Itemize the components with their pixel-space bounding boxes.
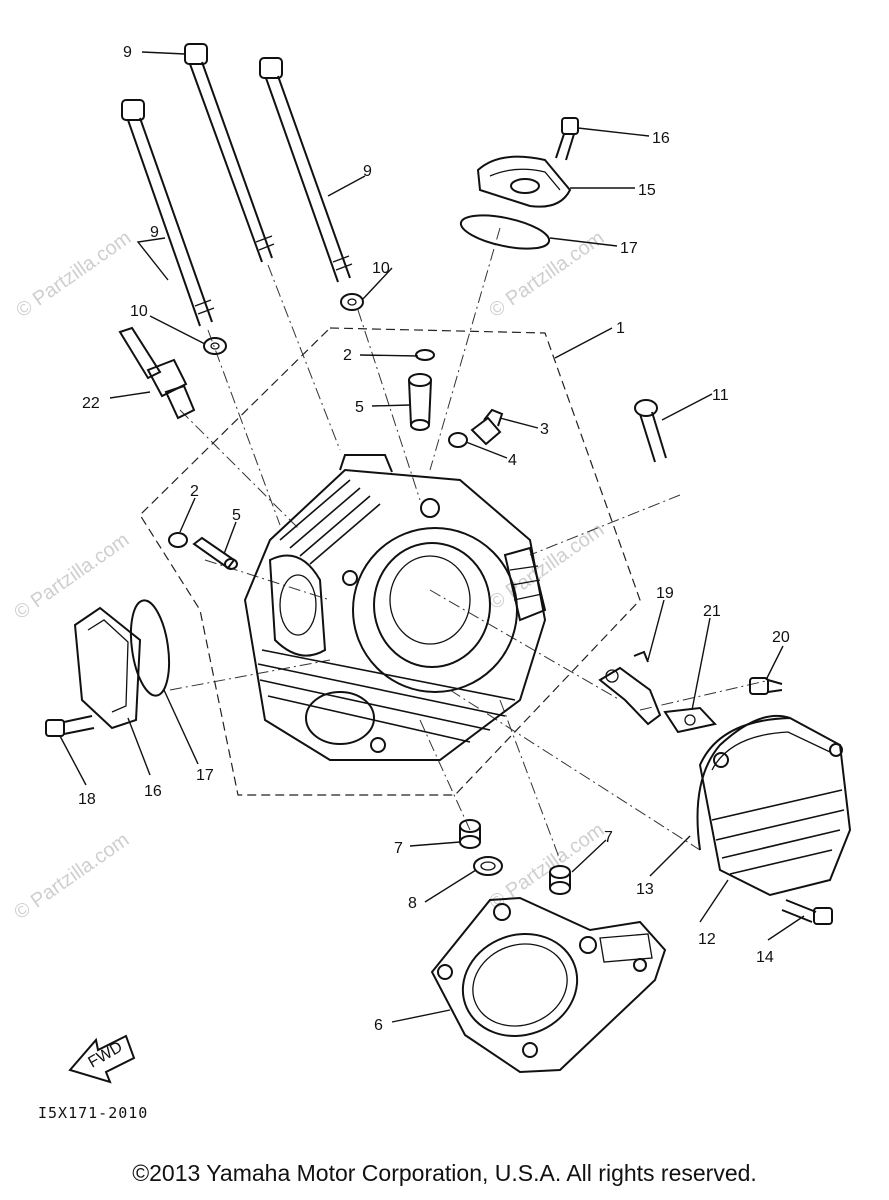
washer	[340, 293, 364, 311]
callout-19: 19	[656, 585, 674, 602]
rocker-shaft	[663, 706, 717, 734]
assembly-outline	[139, 327, 641, 796]
callout-10: 10	[130, 303, 148, 320]
callout-2: 2	[343, 347, 352, 364]
washer-hole	[210, 342, 220, 350]
oil-seal	[473, 856, 503, 876]
callout-9: 9	[363, 163, 372, 180]
callout-7: 7	[394, 840, 403, 857]
callout-14: 14	[756, 949, 774, 966]
head-cover-gasket	[696, 714, 791, 851]
alignment-lines	[169, 227, 771, 861]
valve-guide	[192, 536, 238, 570]
callout-10: 10	[372, 260, 390, 277]
callout-16: 16	[144, 783, 162, 800]
circlip	[415, 349, 435, 361]
washer-hole	[347, 298, 357, 306]
bolt	[634, 399, 667, 463]
cylinder-head-gasket	[430, 896, 667, 1074]
callout-8: 8	[408, 895, 417, 912]
callout-1: 1	[616, 320, 625, 337]
tappet-cover	[476, 155, 572, 208]
callout-12: 12	[698, 931, 716, 948]
o-ring	[129, 599, 171, 697]
callout-7: 7	[604, 829, 613, 846]
callout-17: 17	[620, 240, 638, 257]
bolt	[555, 117, 579, 161]
washer	[203, 337, 227, 355]
fwd-arrow: FWD	[68, 1034, 136, 1084]
callout-21: 21	[703, 603, 721, 620]
o-ring	[459, 214, 551, 250]
bolt	[45, 715, 95, 737]
callout-2: 2	[190, 483, 199, 500]
callout-18: 18	[78, 791, 96, 808]
callout-3: 3	[540, 421, 549, 438]
cylinder-head-bolt	[121, 99, 215, 327]
cylinder-head	[243, 454, 547, 761]
dowel-pin	[459, 819, 481, 849]
gasket-ring	[448, 432, 468, 448]
callout-15: 15	[638, 182, 656, 199]
cylinder-head-bolt	[184, 43, 275, 263]
valve-guide	[408, 373, 432, 431]
callout-16: 16	[652, 130, 670, 147]
callout-5: 5	[355, 399, 364, 416]
head-cover	[698, 716, 852, 897]
watermark: © Partzilla.com	[10, 529, 133, 624]
circlip	[168, 532, 188, 548]
watermark: © Partzilla.com	[485, 227, 608, 322]
watermark: © Partzilla.com	[10, 829, 133, 924]
plug-bolt	[470, 408, 504, 446]
callout-20: 20	[772, 629, 790, 646]
callout-4: 4	[508, 452, 517, 469]
callout-6: 6	[374, 1017, 383, 1034]
watermark-group: © Partzilla.com © Partzilla.com © Partzi…	[10, 227, 608, 924]
watermark: © Partzilla.com	[12, 227, 135, 322]
leader-lines	[59, 51, 805, 1023]
callout-labels: 9 9 9 16 15 17 10 10 1 2 22 5 3 11 4 2 5…	[78, 44, 790, 1034]
rocker-arm	[598, 650, 662, 726]
callout-17: 17	[196, 767, 214, 784]
callout-5: 5	[232, 507, 241, 524]
side-cover	[73, 606, 142, 730]
callout-9: 9	[150, 224, 159, 241]
callout-11: 11	[712, 387, 729, 404]
bolt	[781, 899, 833, 925]
callout-13: 13	[636, 881, 654, 898]
callout-22: 22	[82, 395, 100, 412]
cylinder-head-bolt	[259, 57, 353, 283]
dowel-pin	[549, 865, 571, 895]
callout-9: 9	[123, 44, 132, 61]
spark-plug	[118, 326, 196, 420]
drawing-code: I5X171-2010	[38, 1104, 149, 1122]
bolt	[749, 677, 783, 695]
copyright-notice: ©2013 Yamaha Motor Corporation, U.S.A. A…	[132, 1160, 757, 1186]
fwd-label: FWD	[86, 1039, 126, 1072]
